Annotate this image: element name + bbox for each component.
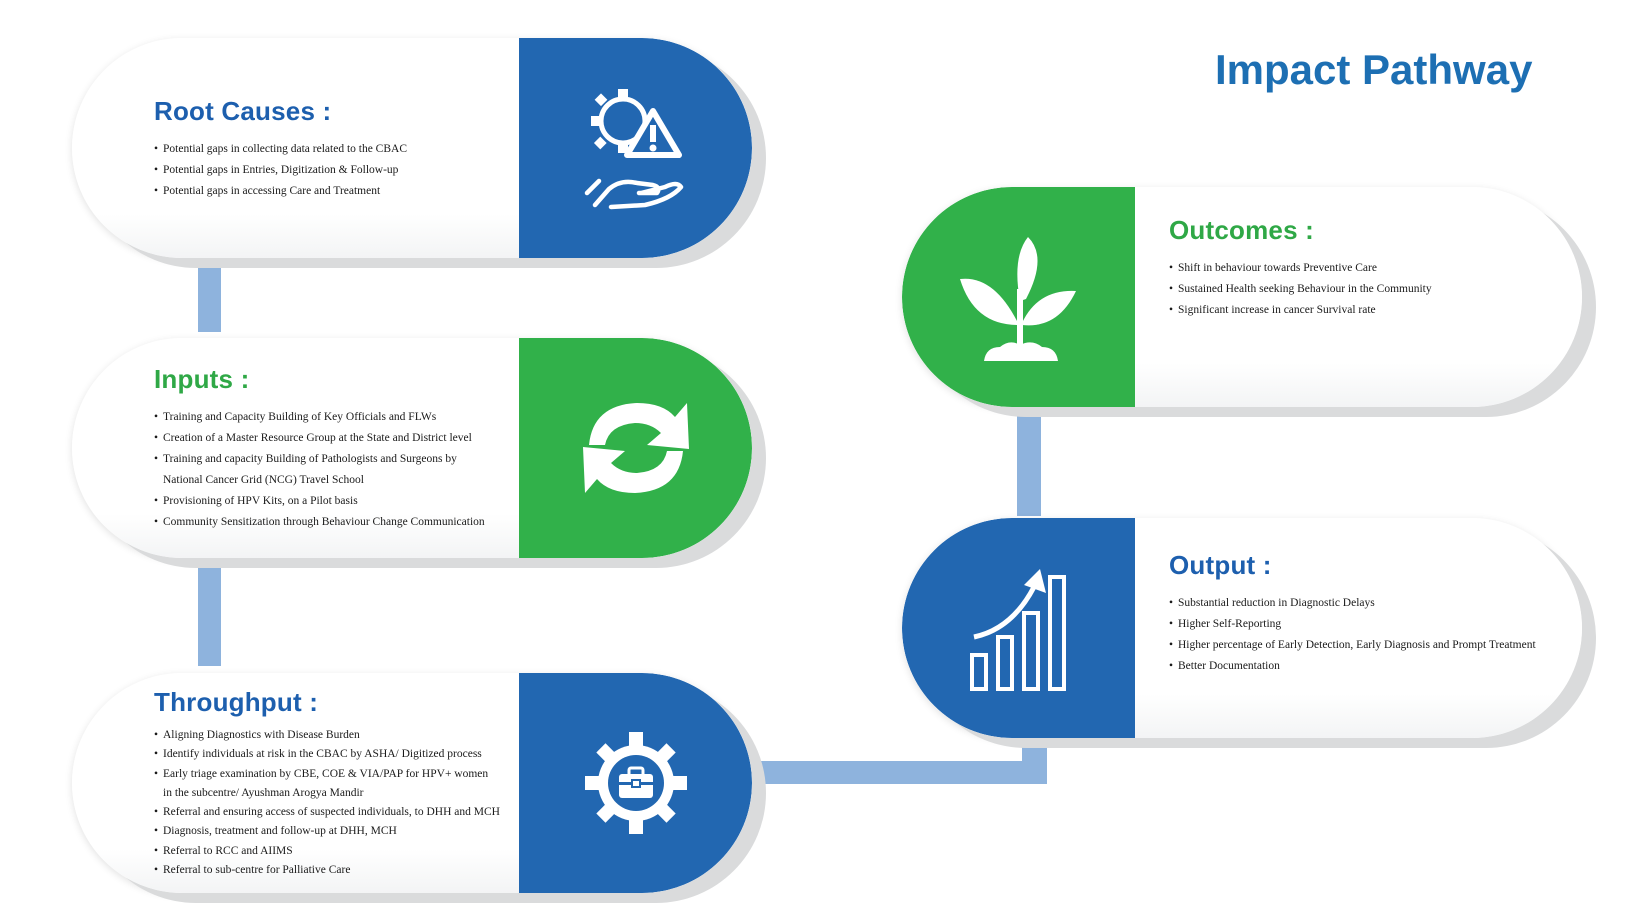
inputs-icon-panel bbox=[519, 338, 752, 558]
gear-toolbox-icon bbox=[584, 732, 687, 834]
list-item: Substantial reduction in Diagnostic Dela… bbox=[1169, 593, 1536, 614]
connector-throughput-output-v bbox=[1022, 735, 1047, 784]
list-item: Provisioning of HPV Kits, on a Pilot bas… bbox=[154, 491, 485, 512]
outcomes-icon-panel bbox=[902, 187, 1135, 407]
inputs-heading: Inputs : bbox=[154, 364, 250, 394]
list-item: Potential gaps in accessing Care and Tre… bbox=[154, 181, 407, 202]
list-item: Diagnosis, treatment and follow-up at DH… bbox=[154, 822, 500, 842]
connector-inputs-throughput bbox=[198, 563, 221, 666]
gear-warning-hand-icon bbox=[584, 89, 683, 210]
list-item-continuation: in the subcentre/ Ayushman Arogya Mandir bbox=[163, 786, 364, 799]
list-item: Creation of a Master Resource Group at t… bbox=[154, 428, 485, 449]
root-causes-list: Potential gaps in collecting data relate… bbox=[154, 139, 407, 202]
inputs-card: Inputs : Training and Capacity Building … bbox=[72, 338, 752, 558]
output-heading: Output : bbox=[1169, 550, 1272, 580]
throughput-heading: Throughput : bbox=[154, 687, 319, 717]
refresh-arrows-icon bbox=[582, 403, 689, 493]
connector-root-inputs bbox=[198, 262, 221, 332]
list-item: Referral and ensuring access of suspecte… bbox=[154, 803, 500, 823]
root-causes-icon-panel bbox=[519, 38, 752, 258]
root-causes-card: Root Causes : Potential gaps in collecti… bbox=[72, 38, 752, 258]
outcomes-list: Shift in behaviour towards Preventive Ca… bbox=[1169, 258, 1432, 321]
list-item: Identify individuals at risk in the CBAC… bbox=[154, 745, 500, 765]
output-card: Output : Substantial reduction in Diagno… bbox=[902, 518, 1582, 738]
outcomes-heading: Outcomes : bbox=[1169, 215, 1315, 245]
page-title: Impact Pathway bbox=[1215, 46, 1533, 93]
list-item: Training and Capacity Building of Key Of… bbox=[154, 407, 485, 428]
throughput-list: Aligning Diagnostics with Disease Burden… bbox=[154, 726, 500, 881]
list-item: Higher Self-Reporting bbox=[1169, 614, 1536, 635]
throughput-icon-panel bbox=[519, 673, 752, 893]
list-item: Sustained Health seeking Behaviour in th… bbox=[1169, 279, 1432, 300]
root-causes-heading: Root Causes : bbox=[154, 96, 332, 126]
connector-throughput-output-h bbox=[755, 761, 1047, 784]
list-item: Significant increase in cancer Survival … bbox=[1169, 300, 1432, 321]
output-list: Substantial reduction in Diagnostic Dela… bbox=[1169, 593, 1536, 677]
list-item: Referral to RCC and AIIMS bbox=[154, 842, 500, 862]
list-item: Early triage examination by CBE, COE & V… bbox=[154, 765, 500, 785]
output-icon-panel bbox=[902, 518, 1135, 738]
list-item: Community Sensitization through Behaviou… bbox=[154, 512, 485, 533]
list-item: Shift in behaviour towards Preventive Ca… bbox=[1169, 258, 1432, 279]
list-item: Aligning Diagnostics with Disease Burden bbox=[154, 726, 500, 746]
connector-output-outcomes bbox=[1017, 408, 1041, 516]
inputs-list: Training and Capacity Building of Key Of… bbox=[154, 407, 485, 533]
growth-chart-icon bbox=[969, 569, 1066, 691]
list-item: Referral to sub-centre for Palliative Ca… bbox=[154, 861, 500, 881]
throughput-card: Throughput : Aligning Diagnostics with D… bbox=[72, 673, 752, 893]
list-item: Potential gaps in Entries, Digitization … bbox=[154, 160, 407, 181]
list-item: Potential gaps in collecting data relate… bbox=[154, 139, 407, 160]
outcomes-card: Outcomes : Shift in behaviour towards Pr… bbox=[902, 187, 1582, 407]
list-item: Better Documentation bbox=[1169, 656, 1536, 677]
list-item: Higher percentage of Early Detection, Ea… bbox=[1169, 635, 1536, 656]
list-item: Training and capacity Building of Pathol… bbox=[154, 449, 485, 470]
list-item-continuation: National Cancer Grid (NCG) Travel School bbox=[163, 474, 364, 486]
plant-sprout-icon bbox=[959, 237, 1076, 361]
